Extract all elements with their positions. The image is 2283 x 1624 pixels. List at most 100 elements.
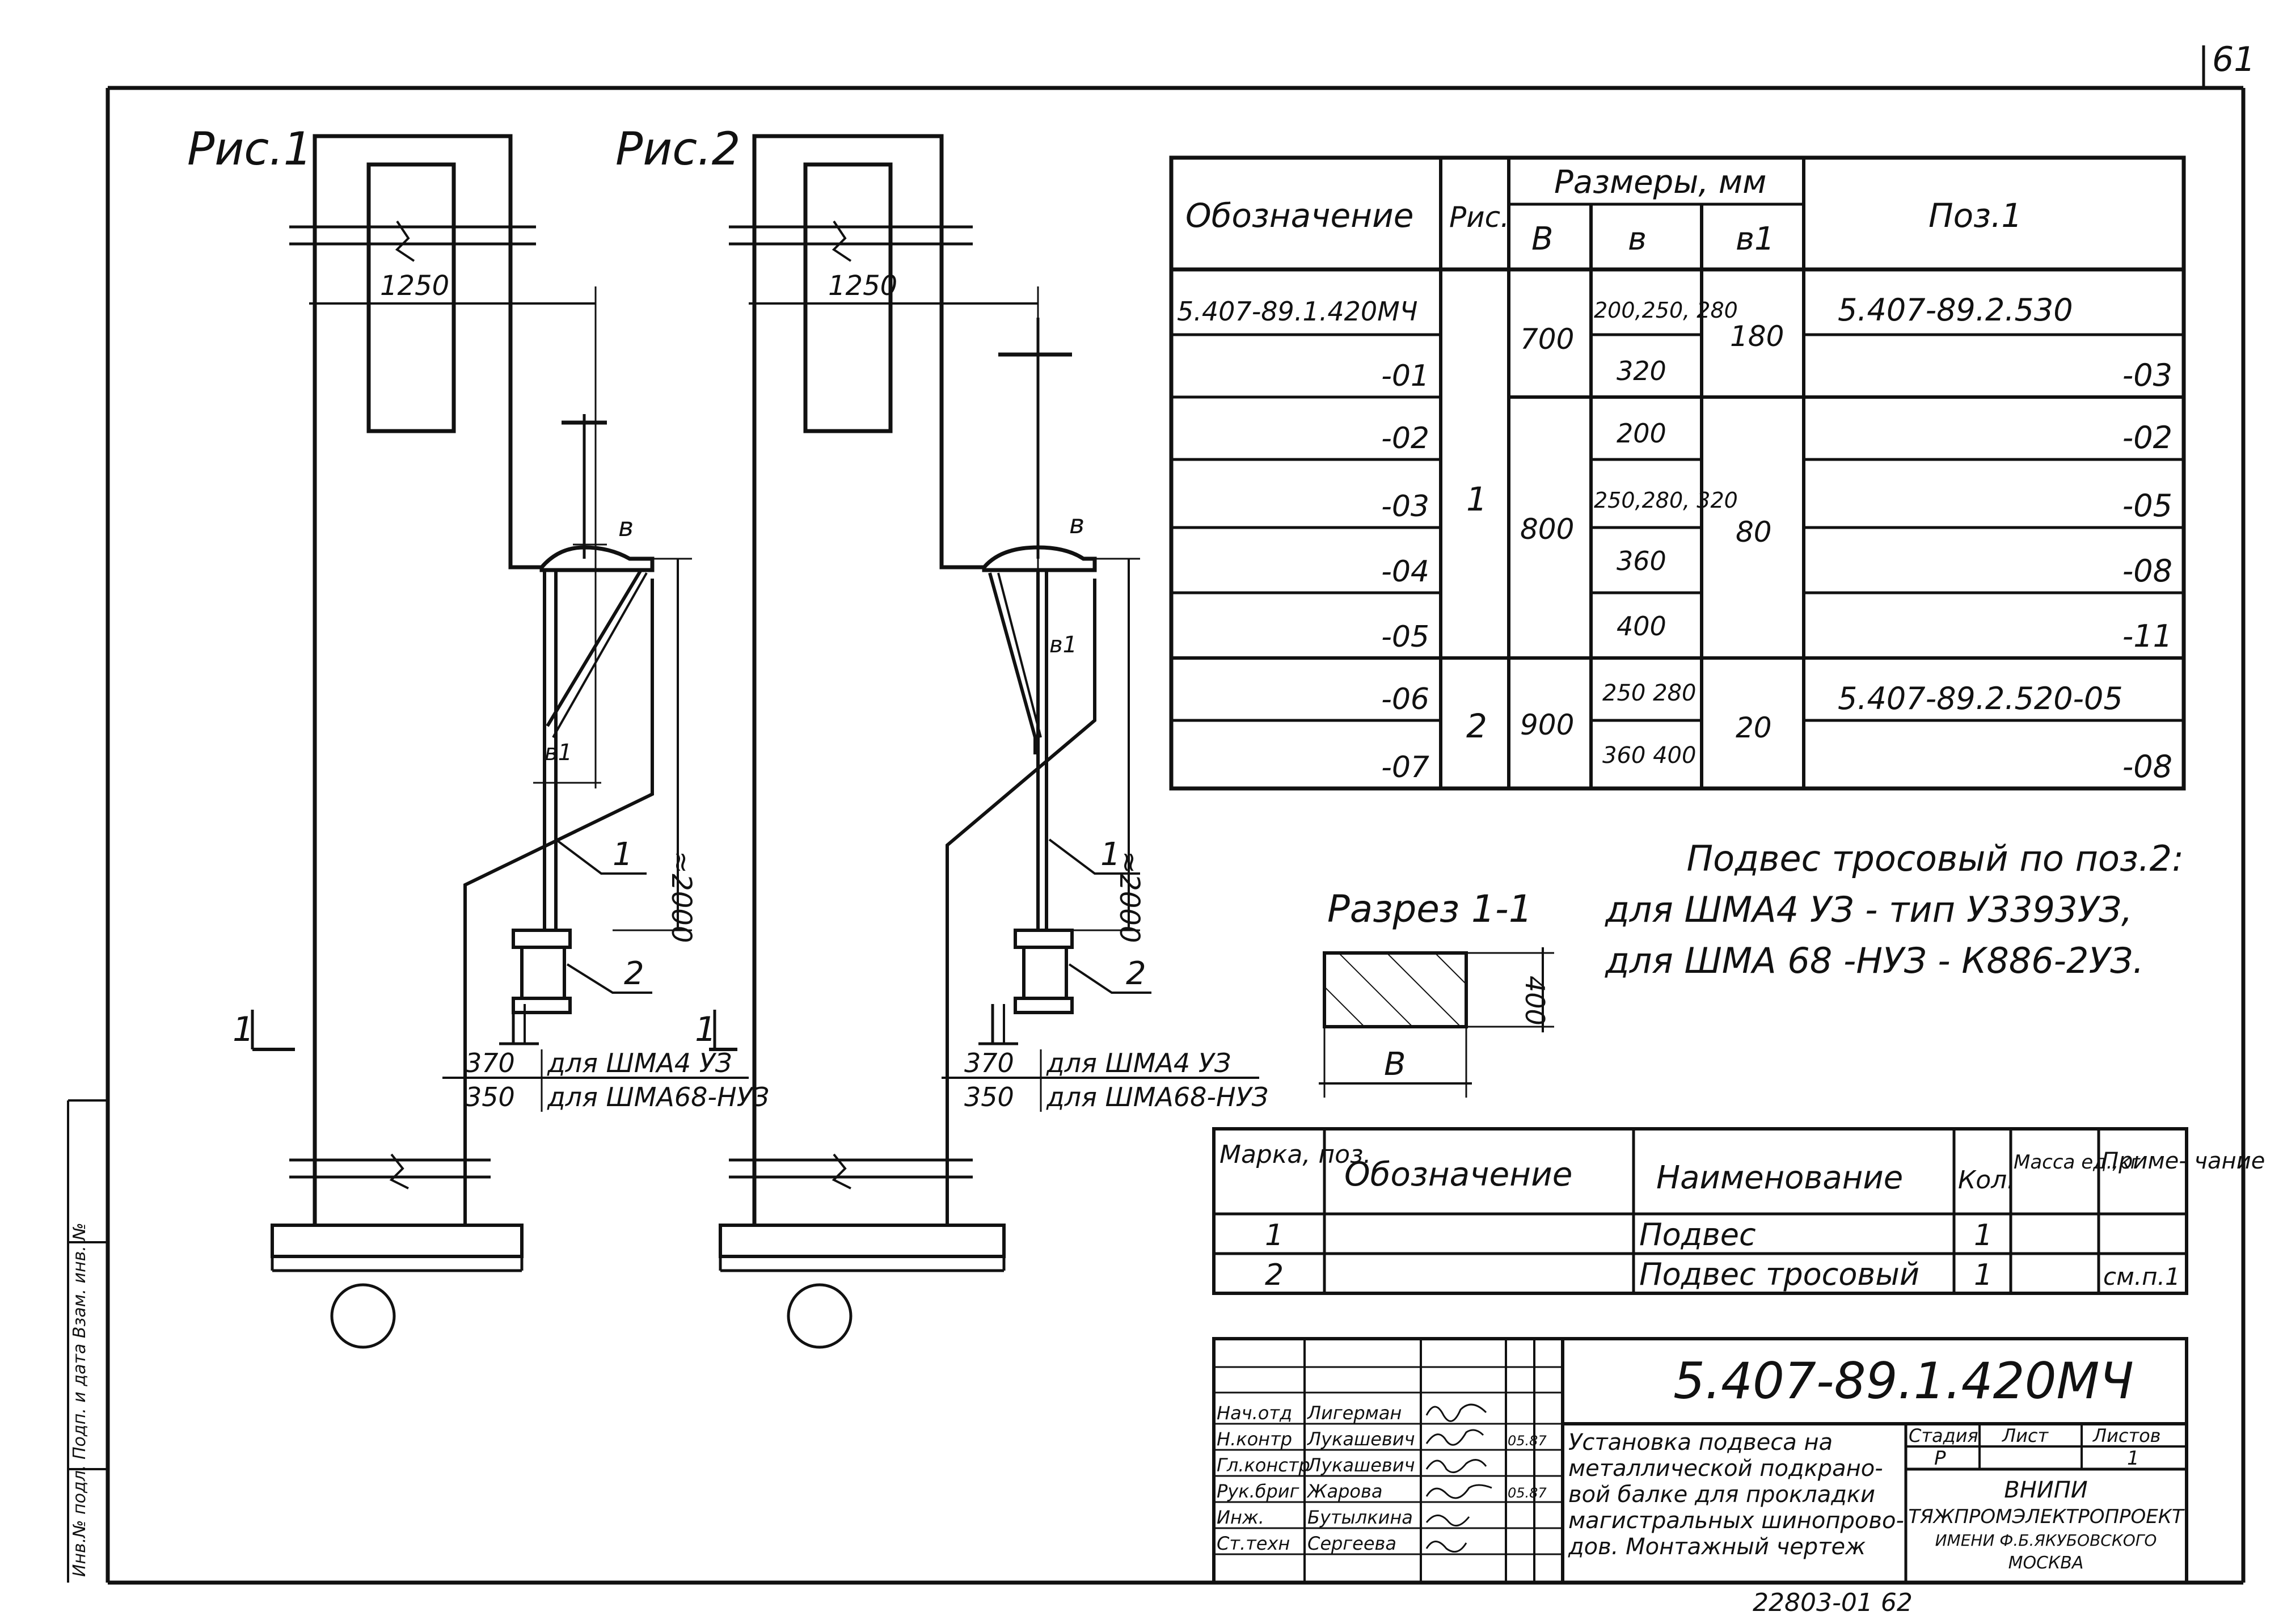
dim-row-6-b: 250 280 [1602,680,1696,706]
dim-row-3-b: 250,280, 320 [1594,488,1738,513]
fig1-note-370: для ШМА4 УЗ [547,1048,732,1078]
section-dim-height: 400 [1520,976,1550,1026]
rope-note-line2: для ШМА4 УЗ - тип У3393УЗ, [1605,889,2133,930]
fig1-column-step [463,579,654,1225]
fig2-dim-height: ≈2000 [1113,851,1145,943]
dim-table-header-fig: Рис. [1449,201,1509,234]
tb-role-5: Ст.техн [1217,1533,1290,1554]
dim-row-7-designation: -07 [1381,750,1429,784]
tb-org-line-3: МОСКВА [2008,1553,2084,1573]
fig2-column-window [803,162,893,433]
figure-2: Рис.2 1250 в в1 ≈2000 1 [615,123,1268,1349]
fig2-column-outline [752,134,984,1225]
spec-header-name: Наименование [1656,1159,1903,1196]
spec-header-note: Приме- чание [2101,1148,2265,1174]
dim-row-5-pos1: -11 [2122,618,2172,654]
fig2-label: Рис.2 [615,123,741,175]
tb-stage-label: Стадия [1909,1425,1978,1446]
figure-1: Рис.1 1250 в в1 [187,123,769,1349]
tb-date-3: 05.87 [1508,1485,1547,1501]
dim-group-2-b1: 20 [1736,711,1772,744]
dim-row-1-b: 320 [1617,356,1666,386]
tb-date-1: 05.87 [1508,1433,1547,1449]
fig1-dim-height: ≈2000 [665,851,697,943]
rope-note: Подвес тросовый по поз.2: для ШМА4 УЗ - … [1605,838,2184,981]
tb-sheets-label: Листов [2092,1425,2161,1446]
dim-row-0-pos1: 5.407-89.2.530 [1838,292,2073,328]
dim-row-6-designation: -06 [1381,682,1429,716]
tb-name-3: Жарова [1306,1480,1382,1502]
fig1-busbar-circle [330,1283,396,1349]
tb-title-line-0: Установка подвеса на [1568,1429,1833,1456]
spec-row-1-note: см.п.1 [2103,1263,2180,1290]
spec-row-1-qty: 1 [1974,1258,1993,1292]
dim-table-header-sizes: Размеры, мм [1554,164,1766,201]
fig1-dim-width: 1250 [380,270,449,302]
fig1-section-mark: 1 [233,1010,254,1049]
rope-note-line1: Подвес тросовый по поз.2: [1687,838,2184,879]
tb-sheets: 1 [2127,1447,2139,1470]
dim-table-header-b1: в1 [1736,221,1775,258]
tb-name-0: Лигерман [1307,1402,1402,1424]
fig2-label-b1: в1 [1049,632,1077,658]
fig2-note-370: для ШМА4 УЗ [1046,1048,1231,1078]
dim-row-5-designation: -05 [1381,620,1429,654]
section-title: Разрез 1-1 [1327,887,1533,931]
spec-header-mass: Масса ед.,кг [2014,1151,2141,1174]
section-1-1: Разрез 1-1 400 В [1319,887,1554,1098]
fig2-note-350: для ШМА68-НУЗ [1046,1082,1268,1112]
dim-table-header-pos1: Поз.1 [1928,196,2022,235]
spec-row-1-mark: 2 [1265,1258,1284,1292]
fig2-label-b: в [1069,509,1084,539]
dim-table-header-b: в [1628,221,1647,258]
tb-title-line-3: магистральных шинопрово- [1568,1508,1904,1534]
dim-table-header-B: В [1531,221,1553,258]
bottom-code: 22803-01 62 [1753,1588,1913,1617]
dim-row-3-pos1: -05 [2122,488,2172,524]
fig1-note-350: для ШМА68-НУЗ [547,1082,769,1112]
fig1-label: Рис.1 [187,123,313,175]
tb-name-5: Сергеева [1307,1533,1396,1554]
dim-group-2-B: 900 [1520,708,1574,741]
fig2-base [719,1224,1006,1258]
tb-role-4: Инж. [1217,1507,1264,1528]
fig1-callout-2: 2 [624,955,644,992]
fig1-column-outline [313,134,542,1225]
tb-role-2: Гл.констр [1217,1454,1310,1476]
fig1-label-b: в [618,512,634,542]
dimensions-table: Обозначение Рис. Размеры, мм В в в1 Поз.… [1169,155,2186,791]
dim-row-2-b: 200 [1617,418,1666,449]
dim-row-6-pos1: 5.407-89.2.520-05 [1838,681,2123,716]
dim-group-0-fig: 1 [1466,480,1487,518]
dim-row-3-designation: -03 [1381,490,1429,524]
tb-org-line-0: ВНИПИ [2004,1477,2087,1503]
spec-row-0-qty: 1 [1974,1218,1993,1252]
tb-org-line-2: ИМЕНИ Ф.Б.ЯКУБОВСКОГО [1935,1531,2157,1550]
specification-table: Марка, поз. Обозначение Наименование Кол… [1212,1127,2265,1295]
dim-table-header-designation: Обозначение [1185,196,1413,235]
tb-org-line-1: ТЯЖПРОМЭЛЕКТРОПРОЕКТ [1908,1505,2185,1528]
tb-name-4: Бутылкина [1307,1507,1413,1528]
spec-row-0-mark: 1 [1265,1218,1284,1252]
spec-header-designation: Обозначение [1344,1155,1572,1193]
tb-doc-code: 5.407-89.1.420МЧ [1673,1352,2134,1410]
dim-group-0-b1: 180 [1730,320,1784,353]
fig1-label-b1: в1 [545,740,572,766]
dim-group-1-B: 800 [1520,513,1574,546]
left-margin-stamp: Инв.№ подл. Подп. и дата Взам. инв. № [67,1099,108,1583]
tb-title-line-2: вой балке для прокладки [1568,1482,1875,1508]
spec-row-0-name: Подвес [1639,1217,1756,1252]
dim-row-2-designation: -02 [1381,421,1429,455]
tb-title-line-4: дов. Монтажный чертеж [1568,1534,1866,1560]
spec-header-mark: Марка, поз. [1219,1140,1371,1169]
signatures [1425,1403,1492,1553]
fig1-column-window [366,162,456,433]
dim-group-2-fig: 2 [1466,707,1487,745]
title-block: Нач.отд Лигерман Н.контр Лукашевич 05.87… [1212,1337,2188,1584]
tb-role-3: Рук.бриг [1217,1480,1299,1502]
fig1-dim-370: 370 [465,1048,515,1078]
tb-role-0: Нач.отд [1217,1402,1292,1424]
dim-row-2-pos1: -02 [2122,420,2172,455]
dim-row-4-pos1: -08 [2122,553,2172,589]
